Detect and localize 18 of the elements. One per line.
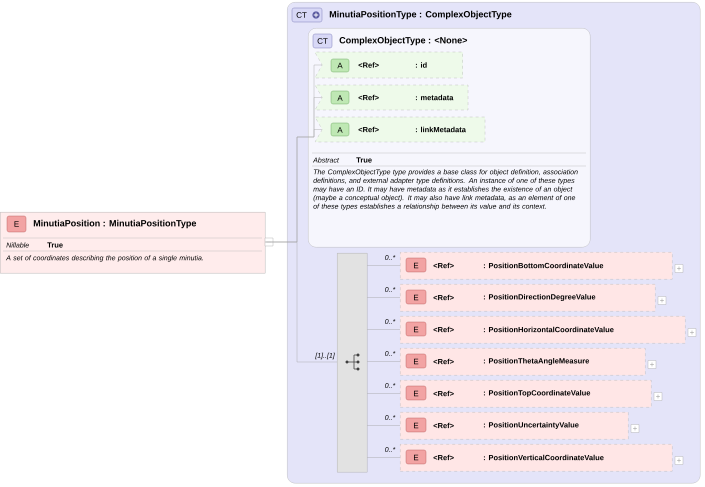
- badge: E: [406, 290, 426, 304]
- element-name: MinutiaPosition : MinutiaPositionType: [34, 220, 196, 228]
- type-name: ComplexObjectType : <None>: [340, 36, 468, 46]
- badge: CT: [292, 8, 322, 22]
- badge: E: [406, 258, 426, 272]
- badge: A: [330, 90, 350, 104]
- type-name: MinutiaPositionType : ComplexObjectType: [330, 10, 512, 20]
- badge: E: [406, 418, 426, 432]
- sequence-bar: [337, 253, 368, 472]
- badge: CT: [312, 34, 332, 48]
- badge: E: [406, 450, 426, 464]
- badge: E: [406, 386, 426, 400]
- badge: E: [6, 216, 26, 232]
- badge: E: [406, 354, 426, 368]
- badge: E: [406, 322, 426, 336]
- badge: A: [330, 122, 350, 136]
- badge: A: [330, 58, 350, 72]
- connector: [265, 242, 338, 362]
